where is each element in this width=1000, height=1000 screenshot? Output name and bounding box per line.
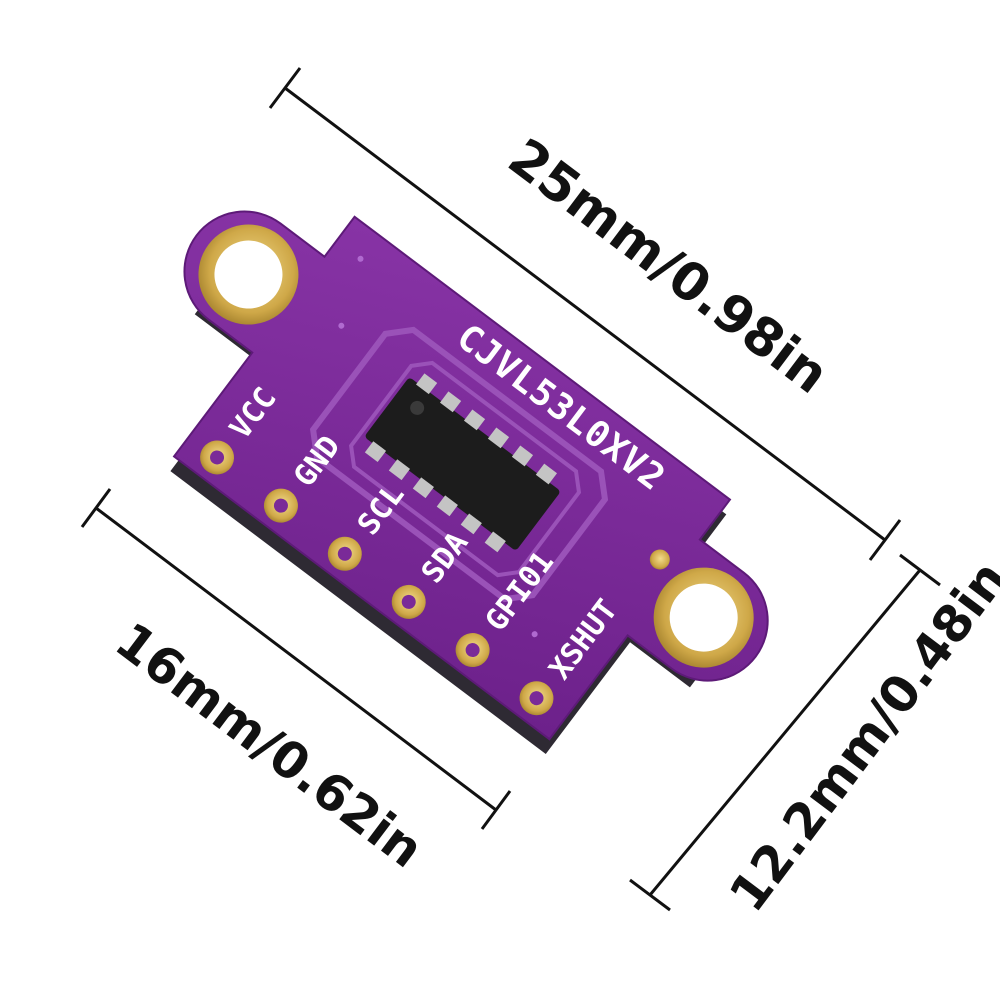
via: [357, 255, 364, 262]
dimension-length: [268, 67, 902, 561]
mounting-hole-right: [653, 567, 754, 668]
dimension-width: [80, 488, 512, 830]
dimension-height: [629, 553, 941, 912]
pin-header: [200, 440, 554, 716]
chip-outline-silkscreen: [309, 326, 609, 603]
dimension-width-tick-end: [480, 790, 512, 830]
pin-pad: [263, 488, 298, 523]
mounting-hole-left: [198, 224, 299, 325]
dimension-width-tick-start: [80, 488, 112, 528]
pin-pad: [327, 536, 362, 571]
via: [338, 322, 345, 329]
dimension-width-label: 16mm/0.62in: [105, 611, 434, 879]
dimension-length-tick-end: [868, 519, 902, 561]
pin-pad: [519, 681, 554, 716]
dimension-length-tick-start: [268, 67, 302, 109]
pin-pad: [200, 440, 235, 475]
dimension-height-line: [648, 569, 922, 896]
pin-pad: [455, 633, 490, 668]
dimension-length-line: [284, 86, 886, 542]
via: [649, 549, 670, 570]
pcb-trace: [348, 360, 582, 578]
dimension-height-tick-end: [629, 878, 671, 912]
pin-pad: [391, 584, 426, 619]
via: [531, 631, 538, 638]
vl53l0x-chip: [364, 373, 560, 553]
dimension-height-tick-start: [899, 553, 941, 587]
sensor-board: CJVL53L0XV2 VCC GND SCL SDA GPI01 XSHUT: [170, 210, 769, 755]
dimension-width-line: [95, 506, 497, 812]
